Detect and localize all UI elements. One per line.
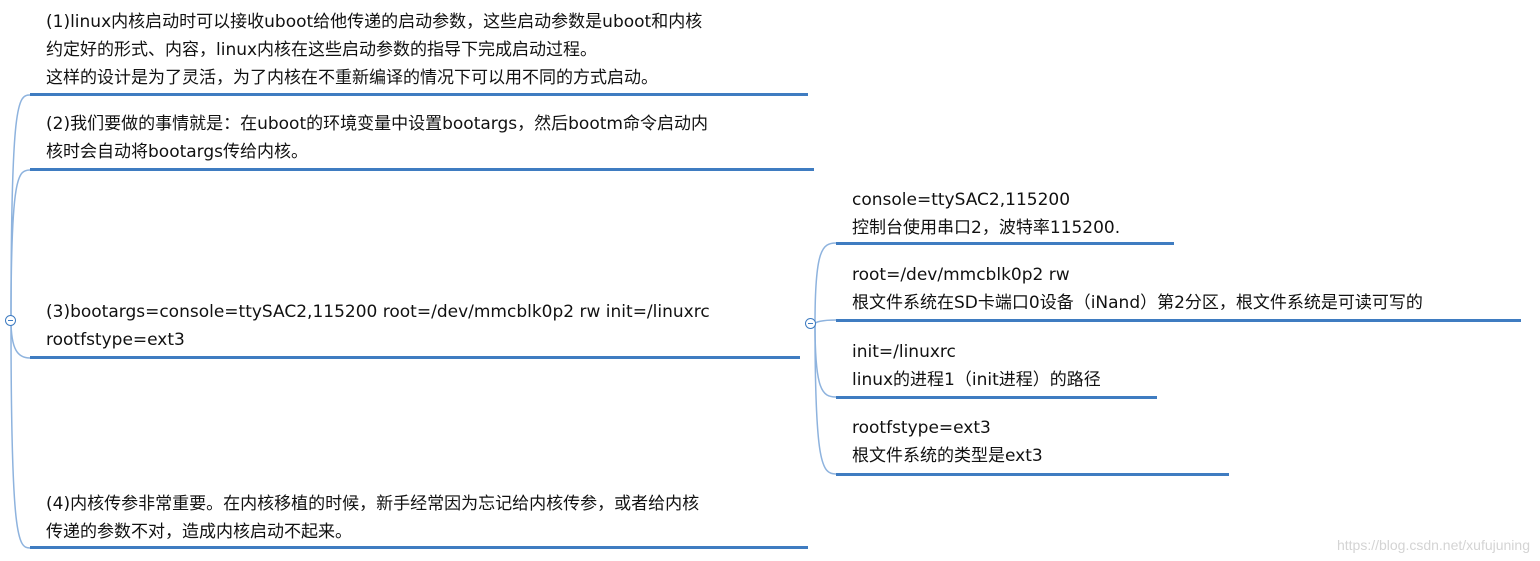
topic-node-2[interactable]: (2)我们要做的事情就是：在uboot的环境变量中设置bootargs，然后bo… bbox=[46, 110, 708, 166]
subtopic-init[interactable]: init=/linuxrc linux的进程1（init进程）的路径 bbox=[852, 338, 1101, 394]
connector-to-child-1 bbox=[814, 242, 837, 325]
topic-node-3[interactable]: (3)bootargs=console=ttySAC2,115200 root=… bbox=[46, 298, 710, 354]
topic-node-1[interactable]: (1)linux内核启动时可以接收uboot给他传递的启动参数，这些启动参数是u… bbox=[46, 8, 702, 92]
topic-node-1-line-2: 约定好的形式、内容，linux内核在这些启动参数的指导下完成启动过程。 bbox=[46, 40, 598, 60]
topic-node-2-line-1: (2)我们要做的事情就是：在uboot的环境变量中设置bootargs，然后bo… bbox=[46, 114, 708, 134]
subtopic-console-underline bbox=[836, 242, 1174, 245]
topic-node-4[interactable]: (4)内核传参非常重要。在内核移植的时候，新手经常因为忘记给内核传参，或者给内核… bbox=[46, 490, 699, 546]
subtopic-root-underline bbox=[836, 319, 1521, 322]
connector-to-child-3 bbox=[814, 323, 837, 398]
subtopic-root[interactable]: root=/dev/mmcblk0p2 rw 根文件系统在SD卡端口0设备（iN… bbox=[852, 261, 1423, 317]
subtopic-rootfstype[interactable]: rootfstype=ext3 根文件系统的类型是ext3 bbox=[852, 414, 1043, 470]
topic-node-4-underline bbox=[30, 546, 808, 549]
subtopic-rootfstype-underline bbox=[836, 473, 1229, 476]
subtopic-init-underline bbox=[836, 396, 1157, 399]
root-collapse-toggle[interactable] bbox=[5, 315, 16, 326]
subtopic-console-line-2: 控制台使用串口2，波特率115200. bbox=[852, 218, 1121, 238]
connector-to-child-4 bbox=[814, 323, 837, 475]
topic-node-2-line-2: 核时会自动将bootargs传给内核。 bbox=[46, 142, 309, 162]
subtopic-root-line-1: root=/dev/mmcblk0p2 rw bbox=[852, 265, 1070, 285]
topic-node-3-line-2: rootfstype=ext3 bbox=[46, 330, 185, 350]
topic-node-3-collapse-toggle[interactable] bbox=[805, 318, 816, 329]
subtopic-init-line-2: linux的进程1（init进程）的路径 bbox=[852, 370, 1101, 390]
connector-to-node-4 bbox=[10, 319, 31, 549]
subtopic-console[interactable]: console=ttySAC2,115200 控制台使用串口2，波特率11520… bbox=[852, 186, 1120, 242]
connector-to-child-2 bbox=[814, 319, 837, 325]
subtopic-init-line-1: init=/linuxrc bbox=[852, 342, 956, 362]
topic-node-1-underline bbox=[30, 93, 808, 96]
subtopic-console-line-1: console=ttySAC2,115200 bbox=[852, 190, 1071, 210]
subtopic-root-line-2: 根文件系统在SD卡端口0设备（iNand）第2分区，根文件系统是可读可写的 bbox=[852, 293, 1423, 313]
topic-node-1-line-1: (1)linux内核启动时可以接收uboot给他传递的启动参数，这些启动参数是u… bbox=[46, 12, 703, 32]
topic-node-4-line-2: 传递的参数不对，造成内核启动不起来。 bbox=[46, 522, 352, 542]
watermark: https://blog.csdn.net/xufujuning bbox=[1336, 537, 1530, 553]
subtopic-rootfstype-line-1: rootfstype=ext3 bbox=[852, 418, 991, 438]
topic-node-2-underline bbox=[30, 168, 814, 171]
topic-node-3-underline bbox=[30, 356, 800, 359]
connector-to-node-3 bbox=[10, 319, 31, 359]
topic-node-4-line-1: (4)内核传参非常重要。在内核移植的时候，新手经常因为忘记给内核传参，或者给内核 bbox=[46, 494, 700, 514]
subtopic-rootfstype-line-2: 根文件系统的类型是ext3 bbox=[852, 446, 1043, 466]
topic-node-3-line-1: (3)bootargs=console=ttySAC2,115200 root=… bbox=[46, 302, 710, 322]
connector-to-node-2 bbox=[10, 169, 31, 321]
topic-node-1-line-3: 这样的设计是为了灵活，为了内核在不重新编译的情况下可以用不同的方式启动。 bbox=[46, 68, 658, 88]
